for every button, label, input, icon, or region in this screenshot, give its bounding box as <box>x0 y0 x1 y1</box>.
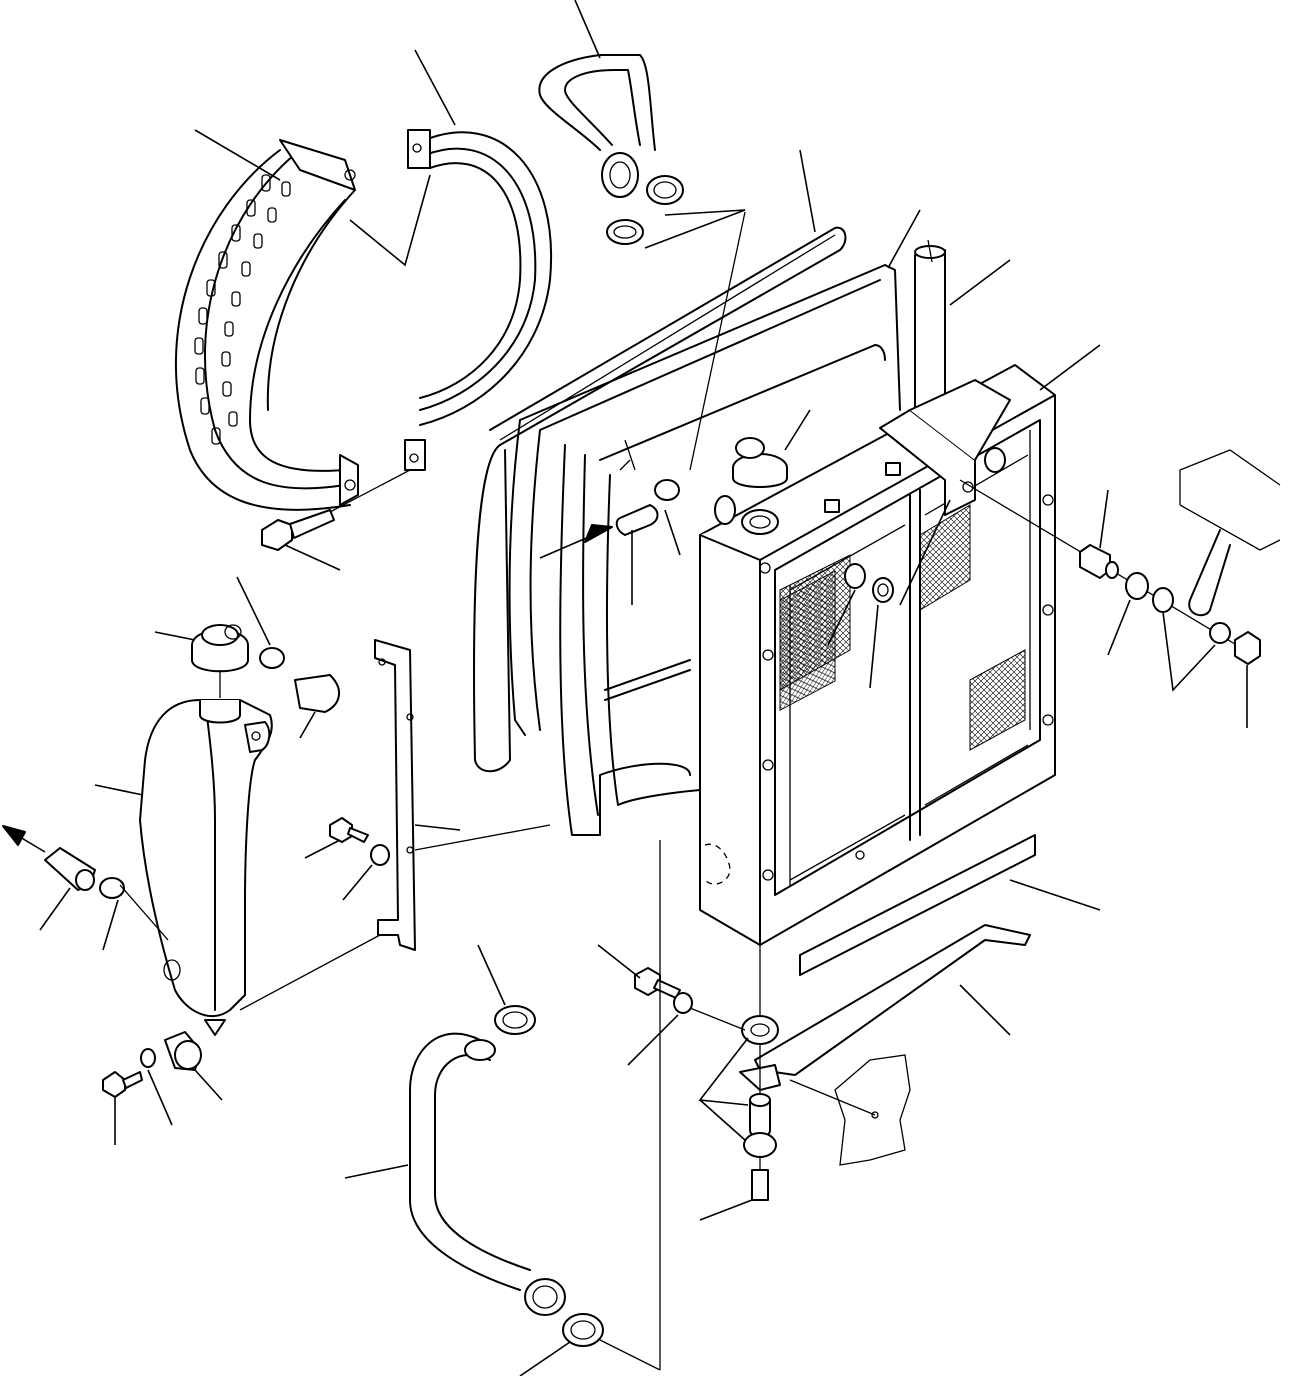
radiator-top-bracket <box>824 379 1011 516</box>
leader-line <box>39 887 71 931</box>
hose-axis-line <box>689 211 746 471</box>
leader-line <box>349 174 431 267</box>
lower-radiator-hose <box>409 1032 566 1316</box>
shroud-perforations <box>194 174 291 445</box>
leader-line <box>299 711 316 739</box>
bottom-support-plate <box>739 924 1031 1091</box>
lower-rubber-mount-b <box>743 1132 777 1158</box>
leader-line <box>1039 344 1101 391</box>
leader-line <box>194 1069 223 1101</box>
leader-line <box>698 1037 749 1141</box>
tank-hose-clamp <box>259 647 285 669</box>
leader-line <box>597 944 641 979</box>
core-side-washer <box>673 992 693 1014</box>
bottom-rubber-pad <box>799 834 1036 976</box>
leader-line <box>414 49 456 126</box>
core-mounting-nuts <box>844 563 894 603</box>
plate-axis-line <box>789 1079 876 1116</box>
leader-line <box>1107 599 1131 656</box>
leader-line <box>899 499 951 606</box>
leader-line <box>194 129 281 181</box>
hose-clamp-upper-b <box>606 219 644 245</box>
leader-line <box>344 1164 409 1179</box>
bracket-axis-line <box>414 824 551 851</box>
leader-line <box>869 604 879 689</box>
leader-line <box>699 1199 753 1221</box>
right-mounting-bracket <box>1179 449 1281 617</box>
bracket-bolt <box>329 817 369 843</box>
leader-line <box>1099 489 1109 549</box>
leader-line <box>236 576 271 646</box>
tank-bottom-clip <box>164 1031 202 1071</box>
leader-line <box>414 824 461 831</box>
lower-hose-clamp-bottom <box>562 1313 604 1347</box>
tank-overflow-hose <box>294 674 340 713</box>
frame-reference-sheet <box>834 1054 911 1166</box>
leader-line <box>94 784 144 796</box>
washer-b <box>1209 622 1231 644</box>
leader-line <box>827 589 856 646</box>
bolt-axis-line <box>329 469 411 513</box>
leader-line <box>304 839 341 859</box>
rubber-mount-nut <box>1125 572 1149 600</box>
leader-line <box>887 209 921 269</box>
lower-mount-bolt <box>751 1169 769 1201</box>
mount-hole <box>871 1111 879 1119</box>
radiator-frame-guard <box>508 264 901 836</box>
tank-outlet-clamp <box>99 877 125 899</box>
core-side-bolt <box>634 967 681 999</box>
leader-line <box>519 1341 571 1376</box>
leader-line <box>664 509 681 556</box>
leader-line <box>147 1069 173 1126</box>
leader-line <box>1009 879 1101 911</box>
leader-line <box>154 631 196 641</box>
lock-nut <box>1234 631 1261 665</box>
bracket-axis-line <box>239 934 381 1011</box>
leader-line <box>574 0 601 59</box>
overflow-pipe-fitting <box>615 479 736 536</box>
tank-axis-line <box>119 884 169 941</box>
lower-rubber-mount <box>741 1015 779 1045</box>
leader-line <box>1162 611 1216 692</box>
tank-filler-cap <box>191 624 249 673</box>
clip-bolt <box>102 1071 143 1098</box>
bolt-axis-line <box>689 1007 746 1031</box>
leader-line <box>284 544 341 571</box>
leader-line <box>959 984 1011 1036</box>
hose-clamp-upper-a <box>646 175 684 205</box>
hidden-outline <box>704 843 731 885</box>
tank-mounting-bracket <box>374 639 416 951</box>
leader-line <box>644 209 746 249</box>
washer-a <box>1152 587 1174 613</box>
bracket-washer <box>370 844 390 866</box>
arrow-head <box>2 825 26 846</box>
spacer-collar <box>749 1093 771 1139</box>
leader-line <box>799 149 816 233</box>
rubber-mount-stud <box>1079 544 1119 579</box>
leader-line <box>784 409 811 451</box>
tank-outlet-hose <box>44 847 96 891</box>
leader-line <box>102 899 119 951</box>
leader-line <box>949 259 1011 306</box>
shroud-bolt <box>261 509 335 551</box>
side-rubber-tube <box>914 239 946 421</box>
radiator-filler-cap <box>732 437 788 535</box>
clip-washer <box>140 1048 156 1068</box>
leader-line <box>477 944 506 1006</box>
long-reference-line <box>599 1339 661 1371</box>
leader-line <box>342 864 373 901</box>
arrow-head <box>584 524 613 543</box>
lower-hose-clamp-top <box>494 1005 536 1035</box>
upper-radiator-hose <box>538 54 656 198</box>
fan-shroud-ring <box>175 139 359 511</box>
shroud-seal-ring <box>404 129 553 471</box>
leader-line <box>627 1014 679 1066</box>
expansion-tank <box>139 699 273 1036</box>
